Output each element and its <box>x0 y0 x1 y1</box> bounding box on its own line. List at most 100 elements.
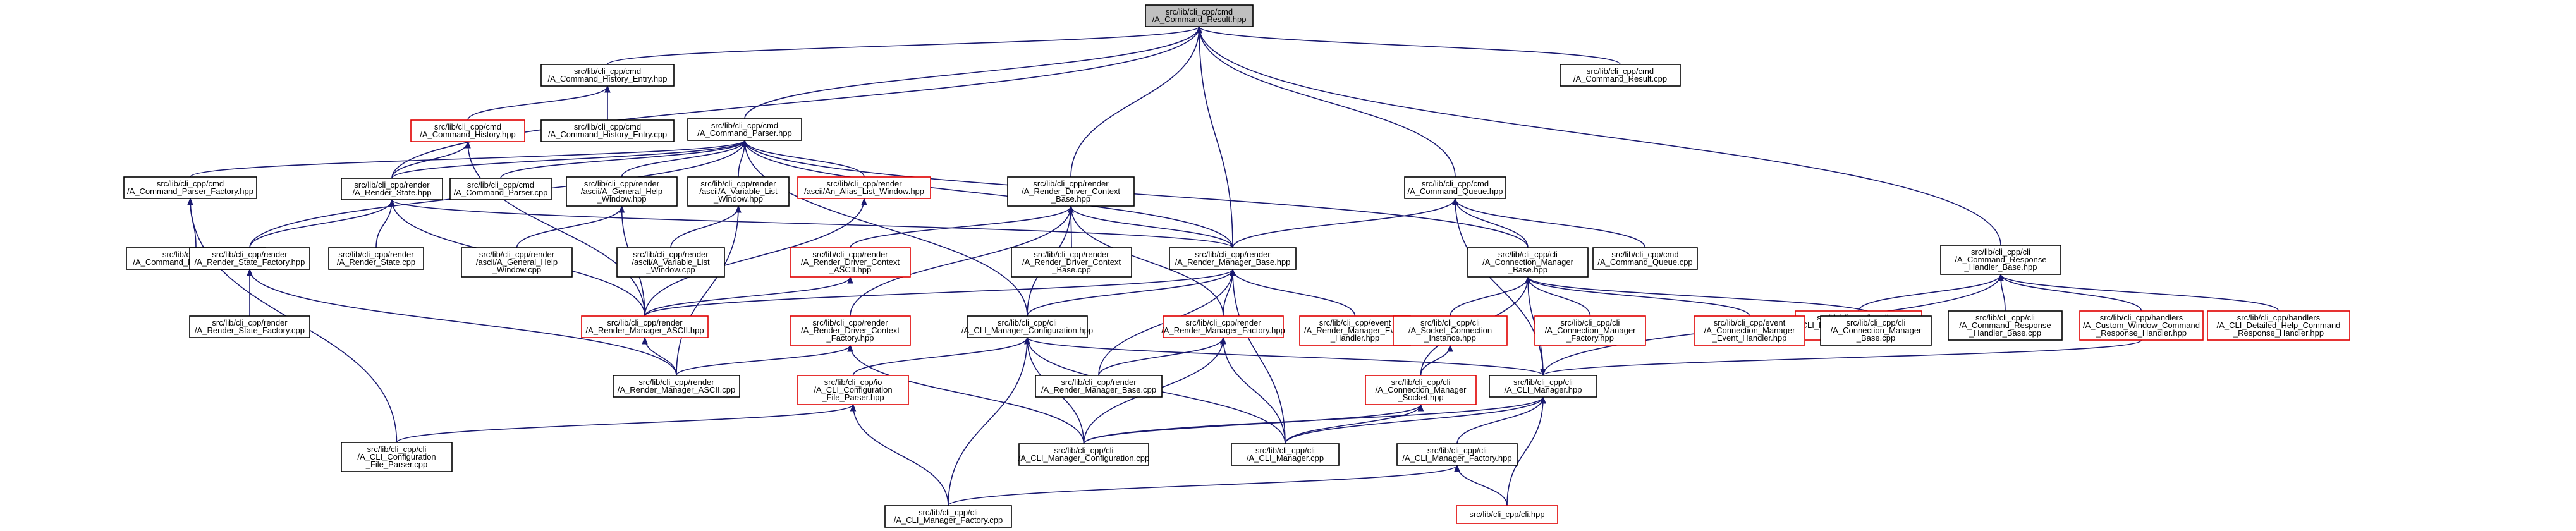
node-cmdqueuecpp[interactable]: src/lib/cli_cpp/cmd/A_Command_Queue.cpp <box>1592 247 1698 270</box>
node-mgrfactorycpp[interactable]: src/lib/cli_cpp/cli/A_CLI_Manager_Factor… <box>884 505 1012 528</box>
node-statefactorycpp[interactable]: src/lib/cli_cpp/render/A_Render_State_Fa… <box>189 315 310 338</box>
node-varlist[interactable]: src/lib/cli_cpp/render/ascii/A_Variable_… <box>687 176 790 207</box>
node-connmgrbase[interactable]: src/lib/cli_cpp/cli/A_Connection_Manager… <box>1467 247 1589 278</box>
node-connevent[interactable]: src/lib/cli_cpp/event/A_Connection_Manag… <box>1694 315 1805 346</box>
node-rendermgrbase[interactable]: src/lib/cli_cpp/render/A_Render_Manager_… <box>1169 247 1297 270</box>
node-driverctx[interactable]: src/lib/cli_cpp/render/A_Render_Driver_C… <box>1007 176 1135 207</box>
node-box[interactable] <box>1592 247 1698 270</box>
node-box[interactable] <box>1467 247 1589 278</box>
node-box[interactable] <box>1820 315 1932 346</box>
node-renderstate[interactable]: src/lib/cli_cpp/render/A_Render_State.hp… <box>341 178 443 200</box>
node-box[interactable] <box>461 247 573 278</box>
node-mgrfactory[interactable]: src/lib/cli_cpp/render/A_Render_Manager_… <box>1161 315 1285 338</box>
node-box[interactable] <box>1940 245 2061 275</box>
node-box[interactable] <box>328 247 424 270</box>
node-box[interactable] <box>1456 505 1558 524</box>
node-cmdresult[interactable]: src/lib/cli_cpp/cmd/A_Command_Result.hpp <box>1145 4 1254 27</box>
node-box[interactable] <box>449 178 552 200</box>
node-box[interactable] <box>1489 375 1597 398</box>
node-detailedhandler[interactable]: src/lib/cli_cpp/handlers/A_CLI_Detailed_… <box>2207 310 2350 341</box>
node-clihpp[interactable]: src/lib/cli_cpp/cli.hpp <box>1456 505 1558 524</box>
node-box[interactable] <box>1011 247 1132 278</box>
node-box[interactable] <box>189 247 310 270</box>
node-aliaslist[interactable]: src/lib/cli_cpp/render/ascii/An_Alias_Li… <box>797 176 931 199</box>
node-connsocket[interactable]: src/lib/cli_cpp/cli/A_Connection_Manager… <box>1365 375 1477 405</box>
node-mgrascii[interactable]: src/lib/cli_cpp/render/A_Render_Manager_… <box>581 315 709 338</box>
node-box[interactable] <box>687 176 790 207</box>
node-statefactory[interactable]: src/lib/cli_cpp/render/A_Render_State_Fa… <box>189 247 310 270</box>
node-box[interactable] <box>790 315 911 346</box>
node-rendermgrbasecpp[interactable]: src/lib/cli_cpp/render/A_Render_Manager_… <box>1035 375 1163 398</box>
node-box[interactable] <box>1396 443 1518 466</box>
node-climgr[interactable]: src/lib/cli_cpp/cli/A_CLI_Manager.hpp <box>1489 375 1597 398</box>
node-driverfactory[interactable]: src/lib/cli_cpp/render/A_Render_Driver_C… <box>790 315 911 346</box>
node-box[interactable] <box>1365 375 1477 405</box>
node-configparser[interactable]: src/lib/cli_cpp/io/A_CLI_Configuration_F… <box>797 375 909 405</box>
node-box[interactable] <box>2079 310 2204 341</box>
node-mgrconfig[interactable]: src/lib/cli_cpp/cli/A_CLI_Manager_Config… <box>961 315 1093 338</box>
node-driverctxcpp[interactable]: src/lib/cli_cpp/render/A_Render_Driver_C… <box>1011 247 1132 278</box>
node-box[interactable] <box>2207 310 2350 341</box>
node-box[interactable] <box>1145 4 1254 27</box>
node-respbase[interactable]: src/lib/cli_cpp/cli/A_Command_Response_H… <box>1940 245 2061 275</box>
node-box[interactable] <box>797 375 909 405</box>
node-climgrcpp[interactable]: src/lib/cli_cpp/cli/A_CLI_Manager.cpp <box>1231 443 1340 466</box>
node-climgrfactory[interactable]: src/lib/cli_cpp/cli/A_CLI_Manager_Factor… <box>1396 443 1518 466</box>
node-mgrevent[interactable]: src/lib/cli_cpp/event/A_Render_Manager_E… <box>1299 315 1411 346</box>
node-box[interactable] <box>1163 315 1284 338</box>
node-configparsercpp[interactable]: src/lib/cli_cpp/cli/A_CLI_Configuration_… <box>341 442 453 472</box>
node-box[interactable] <box>189 315 310 338</box>
node-parserfactory[interactable]: src/lib/cli_cpp/cmd/A_Command_Parser_Fac… <box>123 176 257 199</box>
node-parsercpp[interactable]: src/lib/cli_cpp/cmd/A_Command_Parser.cpp <box>449 178 552 200</box>
node-parser[interactable]: src/lib/cli_cpp/cmd/A_Command_Parser.hpp <box>687 118 802 141</box>
node-statecpp[interactable]: src/lib/cli_cpp/render/A_Render_State.cp… <box>328 247 424 270</box>
node-box[interactable] <box>1694 315 1805 346</box>
node-histentry[interactable]: src/lib/cli_cpp/cmd/A_Command_History_En… <box>540 64 675 87</box>
node-box[interactable] <box>1948 310 2063 341</box>
node-socketinst[interactable]: src/lib/cli_cpp/cli/A_Socket_Connection_… <box>1393 315 1508 346</box>
node-box[interactable] <box>540 119 675 142</box>
node-box[interactable] <box>884 505 1012 528</box>
node-box[interactable] <box>1534 315 1646 346</box>
node-box[interactable] <box>1035 375 1163 398</box>
node-generalhelp[interactable]: src/lib/cli_cpp/render/ascii/A_General_H… <box>566 176 678 207</box>
node-cmdqueue[interactable]: src/lib/cli_cpp/cmd/A_Command_Queue.hpp <box>1404 176 1506 199</box>
node-box[interactable] <box>1169 247 1297 270</box>
node-box[interactable] <box>687 118 802 141</box>
node-label: src/lib/cli_cpp/cmd <box>157 179 224 188</box>
node-mgrconfigcpp[interactable]: src/lib/cli_cpp/cli/A_CLI_Manager_Config… <box>1018 443 1149 466</box>
node-box[interactable] <box>566 176 678 207</box>
arrowhead-statefactory-to-parser <box>742 139 748 147</box>
node-varlistcpp[interactable]: src/lib/cli_cpp/render/ascii/A_Variable_… <box>616 247 725 278</box>
node-box[interactable] <box>1018 443 1149 466</box>
node-box[interactable] <box>410 119 525 142</box>
node-customhandler[interactable]: src/lib/cli_cpp/handlers/A_Custom_Window… <box>2079 310 2204 341</box>
node-box[interactable] <box>616 247 725 278</box>
node-box[interactable] <box>341 178 443 200</box>
node-box[interactable] <box>1007 176 1135 207</box>
node-box[interactable] <box>1404 176 1506 199</box>
node-box[interactable] <box>341 442 453 472</box>
node-respbasecpp[interactable]: src/lib/cli_cpp/cli/A_Command_Response_H… <box>1948 310 2063 341</box>
node-box[interactable] <box>1299 315 1411 346</box>
node-box[interactable] <box>613 375 740 398</box>
node-box[interactable] <box>1231 443 1340 466</box>
node-driverascii[interactable]: src/lib/cli_cpp/render/A_Render_Driver_C… <box>790 247 911 278</box>
node-generalhelpcpp[interactable]: src/lib/cli_cpp/render/ascii/A_General_H… <box>461 247 573 278</box>
edges-layer <box>187 25 2280 506</box>
node-connfactory[interactable]: src/lib/cli_cpp/cli/A_Connection_Manager… <box>1534 315 1646 346</box>
node-box[interactable] <box>123 176 257 199</box>
node-box[interactable] <box>967 315 1088 338</box>
node-box[interactable] <box>797 176 931 199</box>
node-box[interactable] <box>790 247 911 278</box>
node-cmdresultcpp[interactable]: src/lib/cli_cpp/cmd/A_Command_Result.cpp <box>1560 64 1681 87</box>
node-box[interactable] <box>1560 64 1681 87</box>
node-connbasecpp[interactable]: src/lib/cli_cpp/cli/A_Connection_Manager… <box>1820 315 1932 346</box>
node-label: /A_Render_State.hpp <box>352 188 431 197</box>
node-mgrasciicpp[interactable]: src/lib/cli_cpp/render/A_Render_Manager_… <box>613 375 740 398</box>
node-box[interactable] <box>581 315 709 338</box>
node-history[interactable]: src/lib/cli_cpp/cmd/A_Command_History.hp… <box>410 119 525 142</box>
node-box[interactable] <box>540 64 675 87</box>
node-box[interactable] <box>1393 315 1508 346</box>
node-histentrycpp[interactable]: src/lib/cli_cpp/cmd/A_Command_History_En… <box>540 119 675 142</box>
